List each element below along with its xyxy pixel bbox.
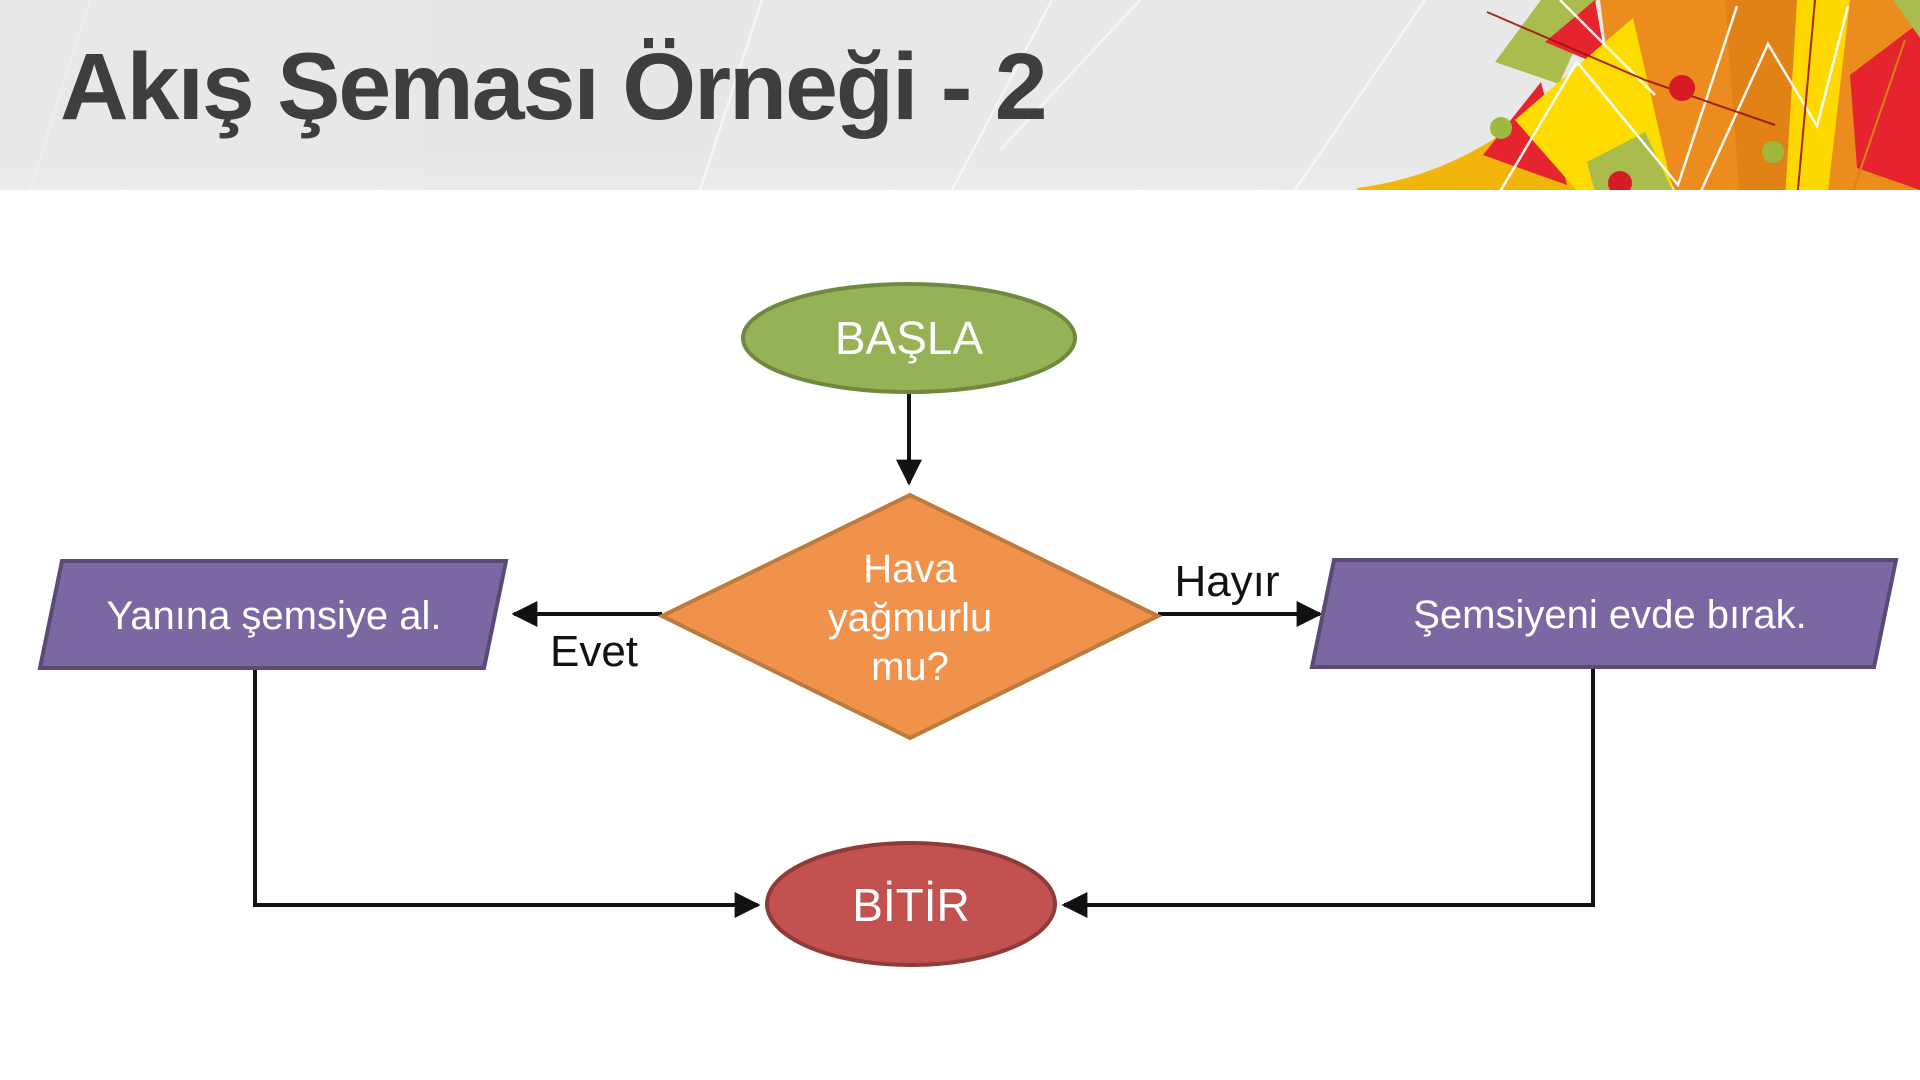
art-olive-dot-1 (1490, 117, 1512, 139)
art-olive-dot-2 (1762, 141, 1784, 163)
edge-take-umbrella-to-end (253, 670, 761, 918)
page-title: Akış Şeması Örneği - 2 (60, 34, 1048, 140)
decision-node-shape (657, 492, 1163, 741)
edge-label-hayir: Hayır (1174, 557, 1279, 606)
decision-node-label-line2: yağmurlu (828, 596, 993, 640)
art-dots (1490, 75, 1784, 190)
take-umbrella-node-label: Yanına şemsiye al. (107, 594, 442, 638)
header-artwork (28, 0, 1920, 190)
art-olive-patch-bottom (1587, 132, 1673, 190)
leave-umbrella-node-shape (1309, 558, 1899, 669)
header-corner-art (1357, 0, 1920, 190)
art-olive-corner (1893, 0, 1920, 38)
header-facet-lines (28, 0, 1430, 190)
edge-label-evet: Evet (550, 627, 638, 676)
slide-header: Akış Şeması Örneği - 2 (0, 0, 1920, 190)
art-red-triangle-top (1545, 0, 1607, 68)
art-red-dot-2 (1608, 171, 1632, 190)
decision-node-label-line1: Hava (863, 547, 957, 591)
art-red-dot-1 (1669, 75, 1695, 101)
leave-umbrella-node-label: Şemsiyeni evde bırak. (1413, 593, 1807, 637)
take-umbrella-node-shape (37, 559, 509, 670)
end-node-label: BİTİR (852, 879, 970, 931)
decision-node-label-line3: mu? (871, 645, 949, 689)
edge-leave-umbrella-to-end (1061, 669, 1595, 918)
end-node-shape (765, 841, 1057, 967)
start-node-shape (741, 282, 1077, 394)
art-orange-line (1852, 39, 1906, 190)
start-node-label: BAŞLA (835, 312, 984, 364)
art-white-polylines (1499, 0, 1850, 190)
connectors (253, 394, 1595, 918)
art-darkred-lines (1486, 0, 1816, 190)
